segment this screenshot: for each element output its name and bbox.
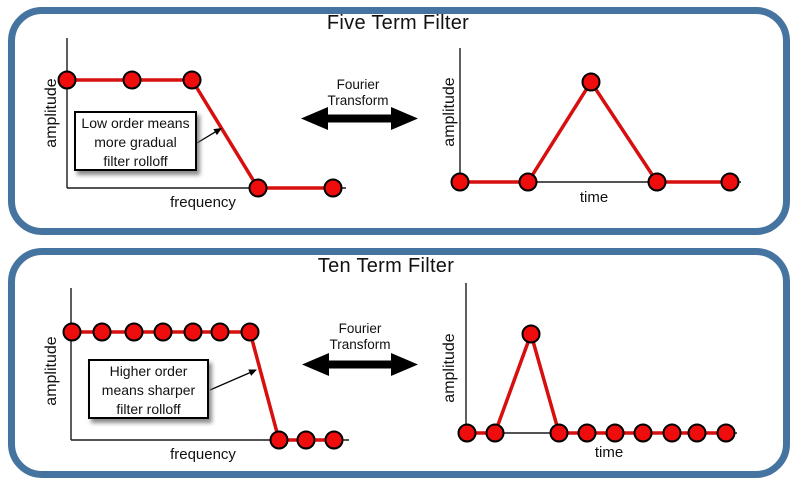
data-point bbox=[57, 70, 77, 90]
data-point bbox=[210, 322, 230, 342]
data-point bbox=[549, 423, 569, 443]
data-point bbox=[122, 70, 142, 90]
data-point bbox=[457, 423, 477, 443]
data-point bbox=[518, 172, 538, 192]
data-point bbox=[92, 322, 112, 342]
data-point bbox=[662, 423, 682, 443]
series-line bbox=[72, 330, 334, 442]
callout-low-order: Low order means more gradual filter roll… bbox=[74, 111, 197, 171]
data-point bbox=[581, 72, 601, 92]
data-point bbox=[183, 322, 203, 342]
fourier-arrow-icon bbox=[301, 107, 418, 130]
fourier-transform-label: Fourier Transform bbox=[329, 321, 390, 353]
panel-title-ten-term: Ten Term Filter bbox=[317, 255, 455, 277]
data-point bbox=[521, 324, 541, 344]
series-line bbox=[467, 328, 726, 435]
y-axis-label-amplitude: amplitude bbox=[43, 336, 60, 406]
annotation-arrow bbox=[196, 128, 222, 144]
panel-0-time_chart bbox=[450, 48, 741, 192]
data-point bbox=[687, 423, 707, 443]
panel-1-freq_chart bbox=[62, 288, 349, 450]
data-point bbox=[647, 172, 667, 192]
series-line bbox=[460, 78, 730, 184]
callout-text-line: Low order means bbox=[81, 115, 190, 131]
callout-higher-order: Higher order means sharper filter rollof… bbox=[88, 359, 209, 419]
fourier-arrow-icon bbox=[302, 353, 418, 376]
data-point bbox=[248, 178, 268, 198]
data-point bbox=[296, 430, 316, 450]
data-point bbox=[269, 430, 289, 450]
data-point bbox=[153, 322, 173, 342]
fourier-label-line1: Fourier bbox=[336, 77, 380, 92]
data-point bbox=[240, 322, 260, 342]
charts-layer bbox=[57, 38, 741, 450]
callout-text-line: more gradual bbox=[94, 134, 177, 150]
y-axis-label-amplitude: amplitude bbox=[43, 78, 60, 148]
callout-text-line: means sharper bbox=[101, 382, 196, 398]
panel-title-five-term: Five Term Filter bbox=[326, 12, 470, 34]
fourier-label-line2: Transform bbox=[329, 337, 391, 352]
panel-0-freq_chart bbox=[57, 38, 346, 198]
x-axis-label-time: time bbox=[579, 189, 609, 206]
fourier-transform-label: Fourier Transform bbox=[327, 77, 388, 109]
data-point bbox=[716, 423, 736, 443]
callout-text-line: filter rolloff bbox=[116, 401, 181, 417]
callout-text-line: filter rolloff bbox=[103, 153, 168, 169]
fourier-label-line1: Fourier bbox=[338, 321, 382, 336]
data-point bbox=[633, 423, 653, 443]
y-axis-label-amplitude: amplitude bbox=[441, 333, 458, 403]
fourier-label-line2: Transform bbox=[327, 93, 389, 108]
panel-1-time_chart bbox=[457, 283, 737, 443]
x-axis-label-frequency: frequency bbox=[170, 194, 236, 211]
annotation-arrow bbox=[209, 369, 257, 391]
data-point bbox=[720, 172, 740, 192]
x-axis-label-frequency: frequency bbox=[170, 446, 236, 463]
x-axis-label-time: time bbox=[594, 444, 624, 461]
data-point bbox=[62, 322, 82, 342]
data-point bbox=[485, 423, 505, 443]
data-point bbox=[324, 430, 344, 450]
data-point bbox=[577, 423, 597, 443]
callout-text-line: Higher order bbox=[109, 363, 188, 379]
data-point bbox=[605, 423, 625, 443]
data-point bbox=[450, 172, 470, 192]
y-axis-label-amplitude: amplitude bbox=[441, 77, 458, 147]
data-point bbox=[323, 178, 343, 198]
data-point bbox=[124, 322, 144, 342]
data-point bbox=[182, 70, 202, 90]
